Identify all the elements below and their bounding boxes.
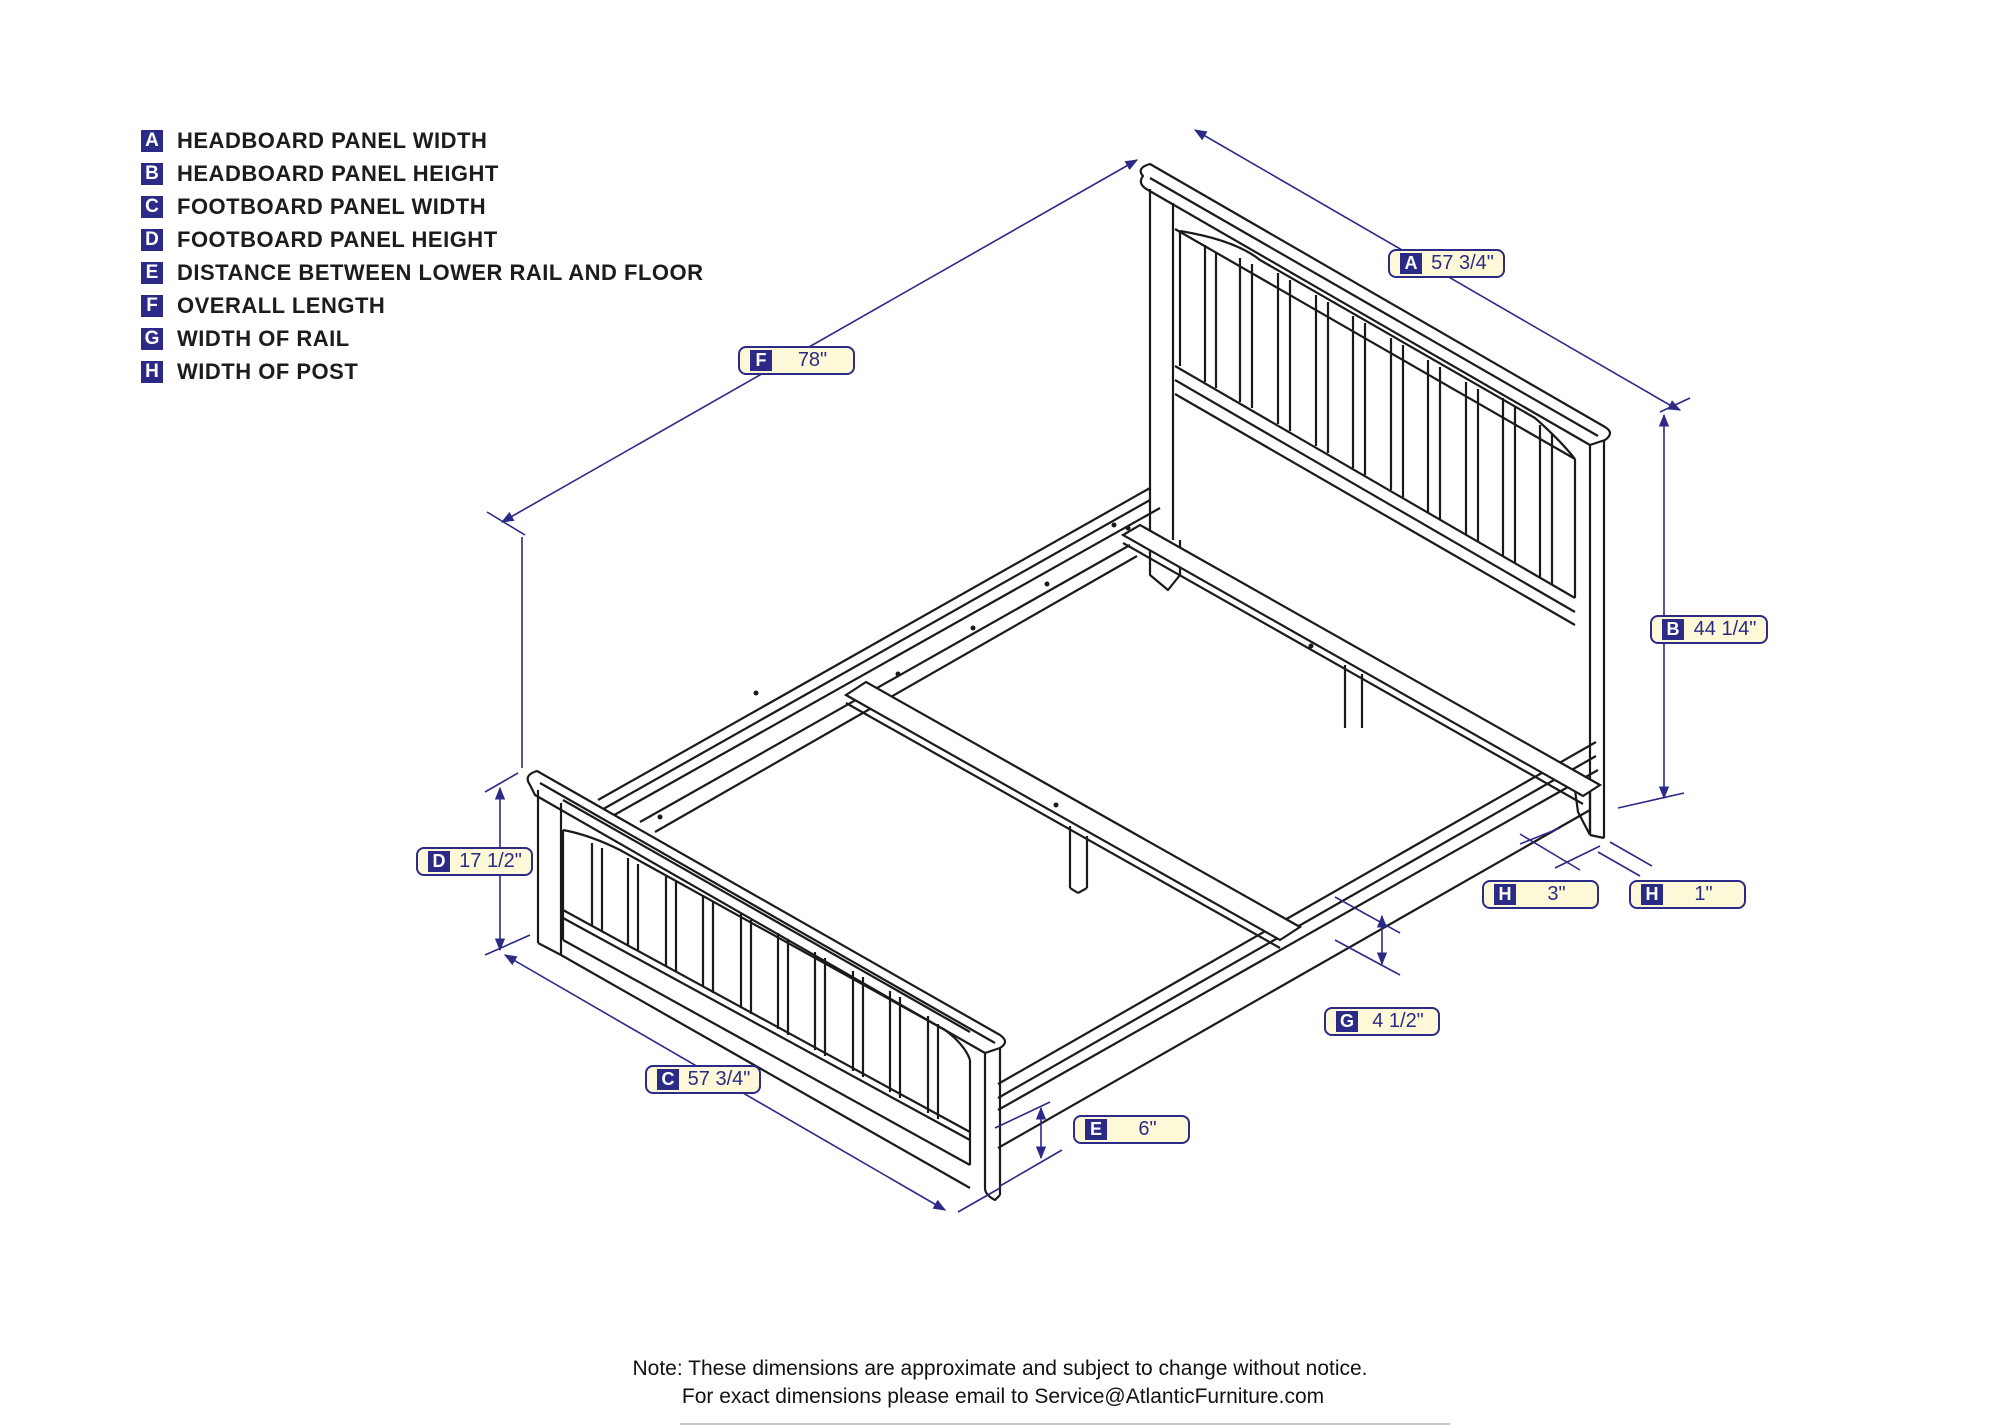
legend-label-c: FOOTBOARD PANEL WIDTH xyxy=(177,193,487,219)
callout-b-headboard-height: B 44 1/4" xyxy=(1650,615,1768,644)
legend-key-e: E xyxy=(141,261,163,284)
callout-key-c: C xyxy=(657,1069,679,1090)
callout-h-post-width-front: H 3" xyxy=(1482,880,1599,909)
callout-f-overall-length: F 78" xyxy=(738,346,855,375)
headboard xyxy=(1139,162,1612,840)
disclaimer-note: Note: These dimensions are approximate a… xyxy=(0,1355,2000,1411)
legend-key-d: D xyxy=(141,228,163,251)
callout-value-e: 6" xyxy=(1138,1118,1157,1140)
callout-d-footboard-height: D 17 1/2" xyxy=(416,847,533,876)
bed-frame-rails xyxy=(597,487,1603,1149)
legend-label-e: DISTANCE BETWEEN LOWER RAIL AND FLOOR xyxy=(177,259,704,285)
legend-label-b: HEADBOARD PANEL HEIGHT xyxy=(177,160,499,186)
legend-key-a: A xyxy=(141,129,163,152)
callout-value-h-side: 1" xyxy=(1694,883,1713,905)
callout-key-f: F xyxy=(750,350,772,371)
legend-label-h: WIDTH OF POST xyxy=(177,358,359,384)
callout-a-headboard-width: A 57 3/4" xyxy=(1388,249,1505,278)
legend-item-g: G WIDTH OF RAIL xyxy=(141,322,704,355)
legend-label-d: FOOTBOARD PANEL HEIGHT xyxy=(177,226,498,252)
callout-value-a: 57 3/4" xyxy=(1431,252,1494,274)
callout-e-rail-to-floor: E 6" xyxy=(1073,1115,1190,1144)
callout-value-d: 17 1/2" xyxy=(459,850,522,872)
legend-item-h: H WIDTH OF POST xyxy=(141,355,704,388)
note-line-1: Note: These dimensions are approximate a… xyxy=(632,1357,1368,1380)
callout-h-post-width-side: H 1" xyxy=(1629,880,1746,909)
legend-key-c: C xyxy=(141,195,163,218)
legend-label-a: HEADBOARD PANEL WIDTH xyxy=(177,127,488,153)
callout-c-footboard-width: C 57 3/4" xyxy=(645,1065,761,1094)
callout-key-g: G xyxy=(1336,1011,1358,1032)
legend-label-g: WIDTH OF RAIL xyxy=(177,325,350,351)
legend-item-a: A HEADBOARD PANEL WIDTH xyxy=(141,124,704,157)
callout-key-h-side: H xyxy=(1641,884,1663,905)
legend-key-h: H xyxy=(141,360,163,383)
legend-key-b: B xyxy=(141,162,163,185)
legend-key-g: G xyxy=(141,327,163,350)
legend-item-b: B HEADBOARD PANEL HEIGHT xyxy=(141,157,704,190)
note-line-2: For exact dimensions please email to Ser… xyxy=(681,1385,1325,1408)
callout-value-g: 4 1/2" xyxy=(1372,1010,1424,1032)
callout-value-h-front: 3" xyxy=(1547,883,1566,905)
headboard-slats xyxy=(1203,245,1554,584)
legend-label-f: OVERALL LENGTH xyxy=(177,292,386,318)
callout-value-f: 78" xyxy=(797,349,828,371)
legend-item-c: C FOOTBOARD PANEL WIDTH xyxy=(141,190,704,223)
callout-key-b: B xyxy=(1662,619,1684,640)
callout-key-d: D xyxy=(428,851,450,872)
legend-item-f: F OVERALL LENGTH xyxy=(141,289,704,322)
legend-item-d: D FOOTBOARD PANEL HEIGHT xyxy=(141,223,704,256)
callout-key-h-front: H xyxy=(1494,884,1516,905)
callout-g-rail-width: G 4 1/2" xyxy=(1324,1007,1440,1036)
legend-item-e: E DISTANCE BETWEEN LOWER RAIL AND FLOOR xyxy=(141,256,704,289)
callout-value-c: 57 3/4" xyxy=(687,1068,751,1090)
footboard xyxy=(526,769,1007,1202)
callout-key-e: E xyxy=(1085,1119,1107,1140)
callout-value-b: 44 1/4" xyxy=(1693,618,1757,640)
dimension-legend: A HEADBOARD PANEL WIDTH B HEADBOARD PANE… xyxy=(141,124,704,388)
legend-key-f: F xyxy=(141,294,163,317)
callout-key-a: A xyxy=(1400,253,1422,274)
